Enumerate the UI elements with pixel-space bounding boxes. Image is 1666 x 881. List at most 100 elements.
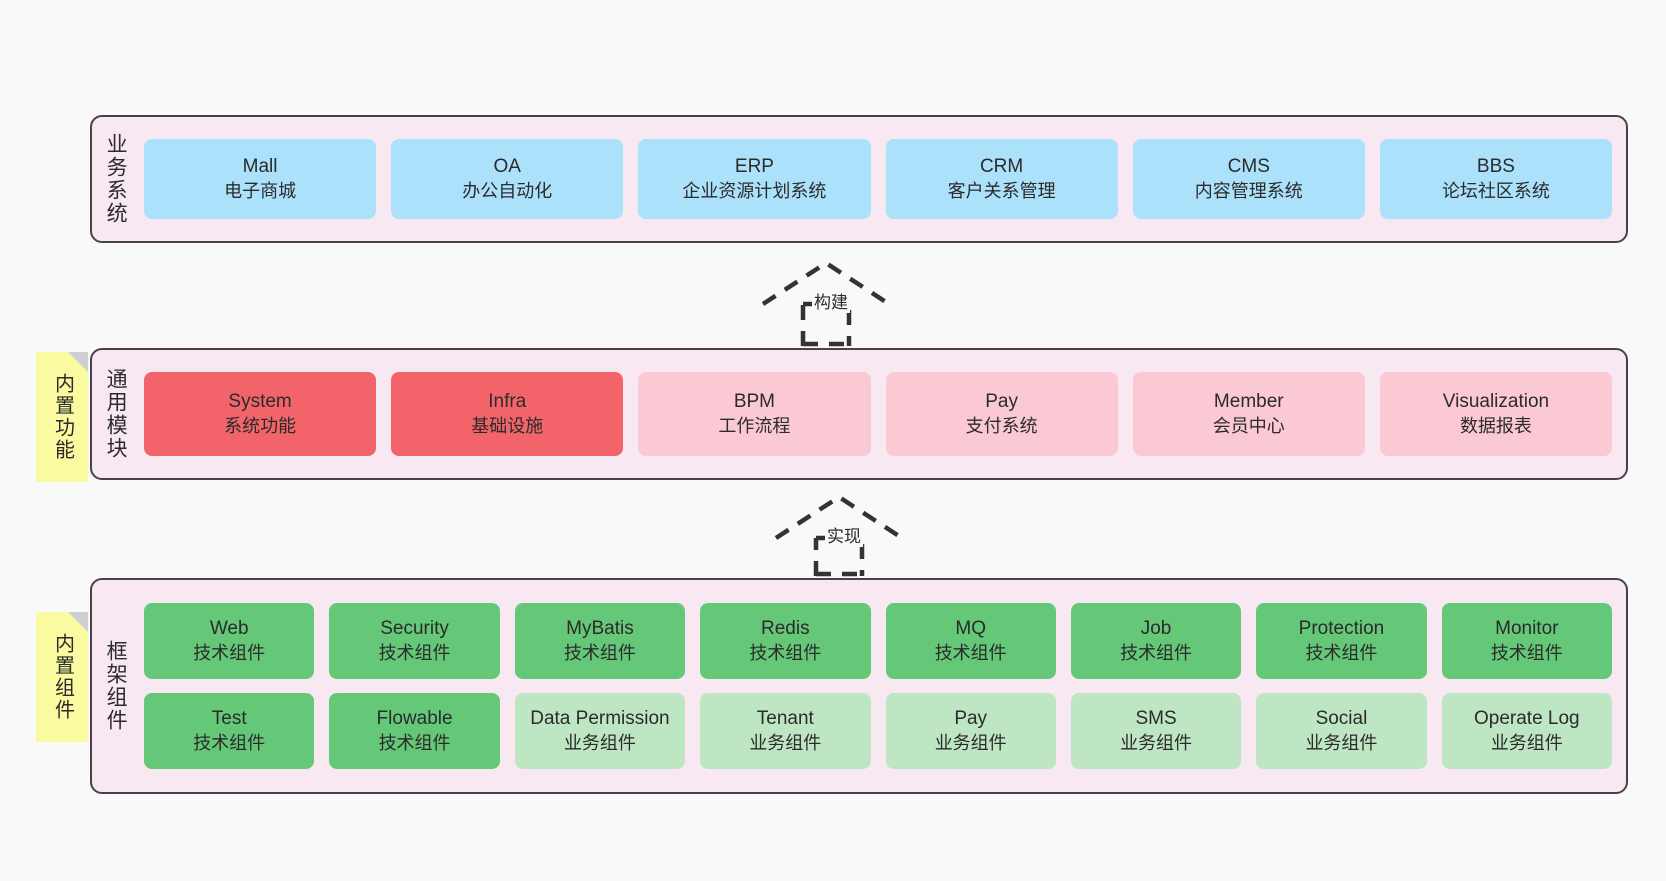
node-mall[interactable]: Mall 电子商城 — [144, 139, 377, 219]
node-subtitle: 业务组件 — [934, 732, 1007, 753]
node-title: CRM — [979, 156, 1024, 178]
node-title: Security — [380, 618, 449, 640]
node-subtitle: 技术组件 — [1490, 642, 1563, 663]
node-oa[interactable]: OA 办公自动化 — [391, 139, 624, 219]
node-subtitle: 内容管理系统 — [1194, 180, 1303, 201]
connector-build: 构建 — [755, 258, 905, 347]
node-mybatis[interactable]: MyBatis 技术组件 — [514, 603, 686, 679]
note-text: 内置组件 — [51, 633, 74, 721]
layer-label-common-modules: 通用模块 — [104, 368, 128, 460]
node-title: Tenant — [756, 708, 814, 730]
node-monitor[interactable]: Monitor 技术组件 — [1441, 603, 1612, 679]
node-bbs[interactable]: BBS 论坛社区系统 — [1379, 139, 1613, 219]
node-title: Pay — [985, 391, 1018, 413]
node-visualization[interactable]: Visualization 数据报表 — [1379, 372, 1613, 456]
node-title: Protection — [1298, 618, 1385, 640]
node-subtitle: 技术组件 — [1305, 642, 1378, 663]
node-subtitle: 会员中心 — [1212, 415, 1285, 436]
node-member[interactable]: Member 会员中心 — [1132, 372, 1365, 456]
node-subtitle: 客户关系管理 — [947, 180, 1056, 201]
row-modules-row: System 系统功能 Infra 基础设施 BPM 工作流程 Pay 支付系统… — [144, 372, 1613, 456]
layer-business-systems: 业务系统 Mall 电子商城 OA 办公自动化 ERP 企业资源计划系统 CRM… — [90, 115, 1628, 243]
node-title: Pay — [954, 708, 988, 730]
node-title: System — [228, 391, 292, 413]
node-title: Redis — [761, 618, 810, 640]
node-subtitle: 工作流程 — [718, 415, 791, 436]
node-title: Test — [211, 708, 247, 730]
node-subtitle: 业务组件 — [1120, 732, 1193, 753]
note-text: 内置功能 — [51, 373, 74, 461]
node-title: OA — [493, 156, 521, 178]
node-title: Monitor — [1495, 618, 1559, 640]
node-social[interactable]: Social 业务组件 — [1256, 693, 1427, 769]
node-subtitle: 业务组件 — [749, 732, 822, 753]
node-subtitle: 企业资源计划系统 — [682, 180, 827, 201]
node-title: SMS — [1135, 708, 1177, 730]
node-subtitle: 基础设施 — [471, 415, 544, 436]
connector-label-implement: 实现 — [825, 522, 863, 547]
node-subtitle: 技术组件 — [1120, 642, 1193, 663]
node-mq[interactable]: MQ 技术组件 — [885, 603, 1056, 679]
node-subtitle: 技术组件 — [749, 642, 822, 663]
node-infra[interactable]: Infra 基础设施 — [391, 372, 624, 456]
node-bpm[interactable]: BPM 工作流程 — [638, 372, 871, 456]
node-test[interactable]: Test 技术组件 — [144, 693, 315, 769]
node-erp[interactable]: ERP 企业资源计划系统 — [638, 139, 871, 219]
node-web[interactable]: Web 技术组件 — [144, 603, 315, 679]
node-subtitle: 系统功能 — [224, 415, 297, 436]
node-job[interactable]: Job 技术组件 — [1070, 603, 1242, 679]
generalization-arrow-icon — [774, 494, 904, 577]
node-title: Flowable — [376, 708, 453, 730]
layer-body-business-systems: Mall 电子商城 OA 办公自动化 ERP 企业资源计划系统 CRM 客户关系… — [138, 117, 1626, 241]
node-title: BBS — [1476, 156, 1515, 178]
node-system[interactable]: System 系统功能 — [144, 372, 377, 456]
node-subtitle: 电子商城 — [224, 180, 297, 201]
node-title: MQ — [955, 618, 986, 640]
node-pay-component[interactable]: Pay 业务组件 — [885, 693, 1056, 769]
row-business-row: Mall 电子商城 OA 办公自动化 ERP 企业资源计划系统 CRM 客户关系… — [144, 139, 1613, 219]
node-title: Web — [209, 618, 249, 640]
node-subtitle: 技术组件 — [193, 642, 266, 663]
node-title: CMS — [1227, 156, 1270, 178]
connector-implement: 实现 — [768, 492, 918, 577]
node-tenant[interactable]: Tenant 业务组件 — [700, 693, 871, 769]
note-builtin-features: 内置功能 — [36, 352, 88, 482]
node-data-permission[interactable]: Data Permission 业务组件 — [514, 693, 686, 769]
node-subtitle: 论坛社区系统 — [1441, 180, 1550, 201]
node-title: Operate Log — [1473, 708, 1580, 730]
node-flowable[interactable]: Flowable 技术组件 — [329, 693, 500, 769]
connector-label-build: 构建 — [812, 288, 850, 313]
node-subtitle: 技术组件 — [934, 642, 1007, 663]
node-crm[interactable]: CRM 客户关系管理 — [885, 139, 1118, 219]
node-protection[interactable]: Protection 技术组件 — [1256, 603, 1427, 679]
node-subtitle: 数据报表 — [1459, 415, 1532, 436]
node-subtitle: 业务组件 — [1490, 732, 1563, 753]
row-tech-row: Web 技术组件 Security 技术组件 MyBatis 技术组件 Redi… — [144, 603, 1612, 679]
layer-body-common-modules: System 系统功能 Infra 基础设施 BPM 工作流程 Pay 支付系统… — [138, 350, 1626, 478]
node-title: Mall — [242, 156, 278, 178]
layer-common-modules: 通用模块 System 系统功能 Infra 基础设施 BPM 工作流程 Pay… — [90, 348, 1628, 480]
node-title: Infra — [488, 391, 527, 413]
node-title: Data Permission — [530, 708, 670, 730]
node-sms[interactable]: SMS 业务组件 — [1070, 693, 1242, 769]
node-title: MyBatis — [566, 618, 634, 640]
node-subtitle: 办公自动化 — [462, 180, 553, 201]
node-subtitle: 技术组件 — [563, 642, 636, 663]
node-title: Job — [1140, 618, 1172, 640]
node-operate-log[interactable]: Operate Log 业务组件 — [1441, 693, 1612, 769]
layer-framework-components: 框架组件 Web 技术组件 Security 技术组件 MyBatis 技术组件… — [90, 578, 1628, 794]
node-cms[interactable]: CMS 内容管理系统 — [1132, 139, 1365, 219]
layer-label-business-systems: 业务系统 — [104, 133, 128, 225]
node-subtitle: 业务组件 — [563, 732, 636, 753]
node-subtitle: 技术组件 — [378, 732, 451, 753]
node-redis[interactable]: Redis 技术组件 — [700, 603, 871, 679]
node-subtitle: 技术组件 — [193, 732, 266, 753]
row-business-component-row: Test 技术组件 Flowable 技术组件 Data Permission … — [144, 693, 1612, 769]
node-title: Member — [1213, 391, 1284, 413]
node-subtitle: 业务组件 — [1305, 732, 1378, 753]
node-security[interactable]: Security 技术组件 — [329, 603, 500, 679]
node-title: ERP — [734, 156, 774, 178]
node-pay[interactable]: Pay 支付系统 — [885, 372, 1118, 456]
node-title: Visualization — [1442, 391, 1550, 413]
